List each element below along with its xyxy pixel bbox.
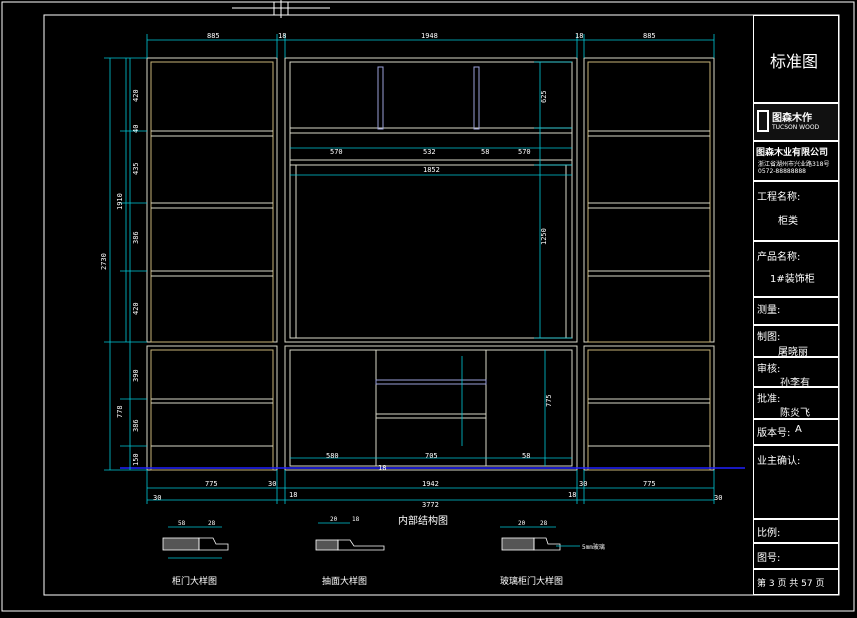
- measure-label: 测量:: [757, 305, 781, 316]
- detail-drawer: [315, 522, 385, 551]
- dim-far-left: 30: [153, 494, 161, 502]
- approve-label: 批准:: [757, 394, 781, 405]
- dim-overall-height: 2730: [100, 253, 108, 270]
- dim-center-c: 58: [481, 148, 489, 156]
- svg-text:20: 20: [518, 520, 526, 527]
- company-logo: 图森木作 TUCSON WOOD: [757, 108, 835, 136]
- detail-door: [162, 526, 229, 559]
- dimension-labels: 885 18 1948 18 885 570 532 58 570 1852 5…: [153, 32, 722, 509]
- dim-top-left: 885: [207, 32, 220, 40]
- dim-bottom-c: 58: [522, 452, 530, 460]
- review-value: 孙李有: [780, 378, 810, 389]
- dim-lower-18b: 18: [568, 491, 576, 499]
- detail-caption-drawer: 抽面大样图: [322, 575, 367, 587]
- dim-center-total: 1852: [423, 166, 440, 174]
- dim-lower-gap-r: 30: [579, 480, 587, 488]
- dim-far-right: 30: [714, 494, 722, 502]
- dim-lower-center: 1942: [422, 480, 439, 488]
- svg-text:28: 28: [208, 520, 216, 527]
- product-value: 1#装饰柜: [770, 274, 815, 285]
- dim-lower-left: 775: [205, 480, 218, 488]
- dim-bottom-b: 705: [425, 452, 438, 460]
- center-cabinet-upper: [284, 57, 578, 343]
- version-value: A: [795, 424, 802, 435]
- detail-caption-glass: 玻璃柜门大样图: [500, 575, 563, 587]
- dim-center-b: 532: [423, 148, 436, 156]
- svg-text:18: 18: [352, 516, 360, 523]
- cabinet-body: [146, 57, 715, 471]
- svg-text:625: 625: [540, 90, 548, 103]
- dim-bottom-d: 18: [378, 464, 386, 472]
- dimension-lines: [104, 34, 715, 504]
- dim-upper-total: 1910: [116, 193, 124, 210]
- logo-subtext: TUCSON WOOD: [772, 124, 820, 131]
- project-value: 柜类: [778, 216, 798, 227]
- cursor-crosshair: [232, 0, 330, 18]
- dim-top-gap-l: 18: [278, 32, 286, 40]
- approve-value: 陈炎飞: [780, 408, 810, 419]
- drawing-number-label: 图号:: [757, 553, 781, 564]
- dim-lower-18: 18: [289, 491, 297, 499]
- center-mullions: [375, 66, 487, 385]
- company-address: 浙江省湖州市兴业路318号: [758, 161, 830, 168]
- dim-center-a: 570: [330, 148, 343, 156]
- dim-top-gap-r: 18: [575, 32, 583, 40]
- svg-text:386: 386: [132, 419, 140, 432]
- svg-text:435: 435: [132, 162, 140, 175]
- svg-text:58: 58: [178, 520, 186, 527]
- dim-lower-right: 775: [643, 480, 656, 488]
- drawing-frame: [43, 14, 840, 596]
- center-cabinet-lower: [284, 345, 578, 471]
- dim-lower-total: 778: [116, 405, 124, 418]
- draw-label: 制图:: [757, 332, 781, 343]
- scale-label: 比例:: [757, 528, 781, 539]
- svg-text:386: 386: [132, 231, 140, 244]
- detail-caption-door: 柜门大样图: [172, 575, 217, 587]
- company-phone: 0572-88888888: [758, 168, 806, 175]
- logo-mark-icon: [757, 110, 769, 132]
- svg-text:20: 20: [330, 516, 338, 523]
- dim-center-d: 570: [518, 148, 531, 156]
- logo-text: 图森木作: [772, 113, 812, 124]
- glass-note: 5mm玻璃: [582, 543, 605, 551]
- standard-drawing-label: 标准图: [770, 52, 819, 71]
- svg-text:150: 150: [132, 453, 140, 466]
- review-label: 审核:: [757, 364, 781, 375]
- svg-text:390: 390: [132, 369, 140, 382]
- svg-text:40: 40: [132, 125, 140, 133]
- main-caption: 内部结构图: [398, 514, 448, 527]
- svg-text:420: 420: [132, 89, 140, 102]
- company-name: 图森木业有限公司: [756, 148, 829, 158]
- version-label: 版本号:: [757, 428, 791, 439]
- left-cabinet-upper: [146, 57, 278, 343]
- right-cabinet-upper: [583, 57, 715, 343]
- dim-lower-gap: 30: [268, 480, 276, 488]
- dim-top-center: 1948: [421, 32, 438, 40]
- svg-text:420: 420: [132, 302, 140, 315]
- product-label: 产品名称:: [757, 252, 801, 263]
- page-indicator: 第 3 页 共 57 页: [757, 579, 825, 589]
- dim-top-right: 885: [643, 32, 656, 40]
- svg-text:28: 28: [540, 520, 548, 527]
- left-cabinet-lower: [146, 345, 278, 471]
- right-cabinet-lower: [583, 345, 715, 471]
- svg-text:775: 775: [545, 394, 553, 407]
- owner-confirm-label: 业主确认:: [757, 456, 801, 467]
- dim-overall-width: 3772: [422, 501, 439, 509]
- project-label: 工程名称:: [757, 192, 801, 203]
- dim-bottom-a: 580: [326, 452, 339, 460]
- vertical-dim-labels: 2730 1910 778 420 40 435 386 420 390 386…: [100, 89, 553, 466]
- detail-glass-door: [500, 526, 580, 551]
- svg-text:1250: 1250: [540, 228, 548, 245]
- draw-value: 屠晓丽: [778, 347, 808, 358]
